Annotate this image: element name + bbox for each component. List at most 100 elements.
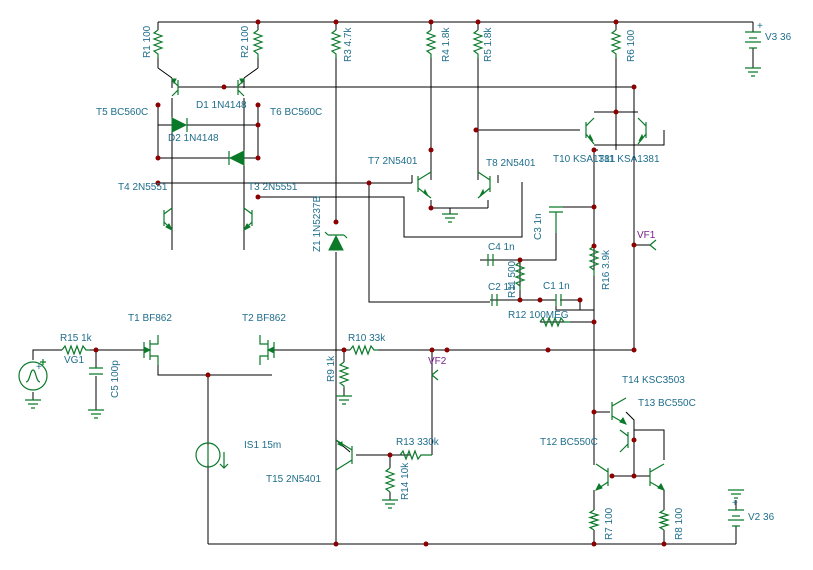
- r13-symbol: [399, 449, 432, 461]
- t2-label: T2 BF862: [242, 313, 286, 324]
- v2-symbol: [728, 509, 744, 527]
- is1-symbol: [195, 442, 229, 469]
- vf2-label: VF2: [428, 356, 447, 367]
- r9-label: R9 1k: [326, 355, 337, 382]
- v2-label: V2 36: [748, 512, 775, 523]
- nodes: [93, 19, 667, 547]
- c4-label: C4 1n: [488, 242, 515, 253]
- t11-symbol: [637, 117, 647, 145]
- d1-label: D1 1N4148: [196, 100, 247, 111]
- r7-symbol: [587, 509, 601, 531]
- t6-label: T6 BC560C: [270, 107, 322, 118]
- t11-label: T11 KSA1381: [598, 154, 660, 165]
- t15-symbol: [335, 439, 353, 471]
- r9-symbol: [338, 361, 350, 388]
- c1-label: C1 1n: [543, 281, 570, 292]
- r7-label: R7 100: [604, 507, 615, 540]
- r6-symbol: [610, 29, 622, 58]
- d1-symbol: [171, 117, 188, 133]
- t5-symbol: [171, 78, 179, 97]
- r16-label: R16 3.9k: [601, 249, 612, 290]
- c5-label: C5 100p: [110, 360, 121, 398]
- r11-symbol: [514, 261, 526, 290]
- r5-label: R5 1.8k: [483, 27, 494, 62]
- r8-symbol: [657, 509, 671, 531]
- c1-symbol: [555, 294, 562, 306]
- t7-label: T7 2N5401: [368, 156, 418, 167]
- t13-label: T13 BC550C: [638, 398, 696, 409]
- ground-r14-icon: [382, 499, 398, 509]
- r11-label: R11 500: [507, 260, 518, 298]
- r3-label: R3 4.7k: [343, 27, 354, 62]
- t4-label: T4 2N5551: [118, 182, 168, 193]
- r15-symbol: [61, 344, 90, 356]
- ground-v3-icon: [745, 67, 761, 77]
- r13-label: R13 330k: [396, 437, 440, 448]
- r1-label: R1 100: [142, 25, 153, 58]
- v3-symbol: [745, 31, 761, 49]
- r6-label: R6 100: [626, 29, 637, 62]
- is1-label: IS1 15m: [244, 440, 281, 451]
- t10-label: T10 KSA1381: [553, 154, 616, 165]
- t3-symbol: [242, 207, 253, 232]
- v2-plus-label: +: [732, 498, 738, 509]
- t12-symbol: [595, 463, 609, 491]
- c2-label: C2 1n: [488, 282, 515, 293]
- t8-label: T8 2N5401: [486, 158, 536, 169]
- c3-symbol: [549, 206, 563, 233]
- t15-label: T15 2N5401: [266, 474, 321, 485]
- ground-vg1-icon: [25, 399, 41, 409]
- t14-label: T14 KSC3503: [622, 375, 685, 386]
- t6-symbol: [237, 78, 245, 97]
- v3-plus-label: +: [757, 21, 763, 32]
- t4-symbol: [163, 207, 174, 232]
- c4-symbol: [487, 254, 494, 266]
- t12-label: T12 BC550C: [540, 437, 598, 448]
- r8-label: R8 100: [674, 507, 685, 540]
- z1-label: Z1 1N5237B: [312, 196, 323, 252]
- ground-c5-icon: [88, 409, 104, 419]
- ground-r9-icon: [336, 395, 352, 405]
- r12-label: R12 100MEG: [508, 310, 569, 321]
- d2-label: D2 1N4148: [168, 133, 219, 144]
- t7-symbol: [417, 171, 432, 199]
- t8-symbol: [477, 171, 491, 199]
- c2-symbol: [491, 294, 498, 306]
- vg1-plus-label: +: [36, 362, 42, 373]
- vf1-probe-icon: [649, 239, 657, 251]
- labels: R1 100 R2 100 R3 4.7k R4 1.8k R5 1.8k R6…: [36, 21, 792, 540]
- r15-label: R15 1k: [60, 333, 93, 344]
- v3-label: V3 36: [765, 32, 792, 43]
- c5-symbol: [89, 367, 103, 375]
- r16-symbol: [588, 245, 600, 276]
- r2-label: R2 100: [240, 25, 251, 58]
- t2-symbol: [259, 335, 275, 365]
- t1-label: T1 BF862: [128, 313, 172, 324]
- t5-label: T5 BC560C: [96, 107, 148, 118]
- z1-symbol: [324, 231, 348, 251]
- wires: [32, 21, 754, 545]
- c3-label: C3 1n: [533, 213, 544, 240]
- t1-symbol: [143, 335, 159, 365]
- d2-symbol: [228, 150, 245, 166]
- symbols: [18, 29, 761, 531]
- r14-symbol: [384, 467, 396, 493]
- r14-label: R14 10k: [400, 462, 411, 500]
- vg1-symbol: [18, 359, 48, 391]
- t12b-symbol: [649, 463, 665, 491]
- t13-symbol: [619, 429, 629, 453]
- t14-symbol: [611, 397, 627, 425]
- t10-symbol: [585, 117, 595, 145]
- r4-label: R4 1.8k: [441, 27, 452, 62]
- r5-symbol: [472, 29, 484, 58]
- t3-label: T3 2N5551: [248, 182, 298, 193]
- r4-symbol: [425, 29, 437, 58]
- vf1-label: VF1: [637, 230, 656, 241]
- vf2-probe-icon: [431, 369, 439, 381]
- ground-t7-icon: [442, 213, 458, 223]
- vg1-label: VG1: [64, 355, 84, 366]
- r12-symbol: [539, 316, 570, 328]
- ground-v2-icon: [728, 489, 744, 499]
- r2-symbol: [252, 29, 264, 58]
